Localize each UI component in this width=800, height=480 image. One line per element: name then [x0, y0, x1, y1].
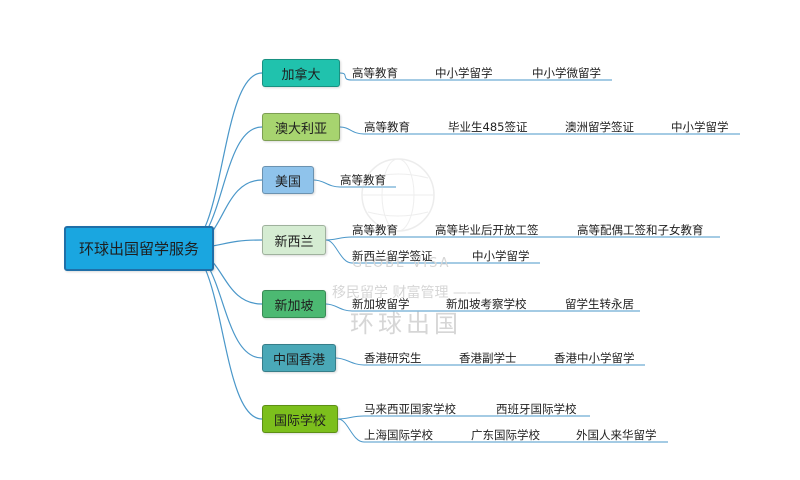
leaf-item[interactable]: 中小学留学: [435, 66, 493, 80]
leaf-underline: [313, 179, 396, 188]
leaf-item[interactable]: 高等教育: [352, 223, 398, 237]
leaf-underline: [325, 236, 720, 241]
category-node-new-zealand[interactable]: 新西兰: [262, 225, 326, 255]
leaf-item[interactable]: 新加坡留学: [352, 297, 410, 311]
leaf-item[interactable]: 广东国际学校: [471, 428, 540, 442]
category-node-hong-kong[interactable]: 中国香港: [262, 344, 336, 372]
leaf-item[interactable]: 毕业生485签证: [448, 120, 528, 134]
leaf-underlines: [313, 72, 740, 443]
leaf-underline: [339, 72, 612, 81]
leaf-item[interactable]: 中小学微留学: [532, 66, 601, 80]
leaf-item[interactable]: 香港研究生: [364, 351, 422, 365]
leaf-item[interactable]: 香港副学士: [459, 351, 517, 365]
leaf-item[interactable]: 新西兰留学签证: [352, 249, 433, 263]
connector-line: [183, 247, 263, 420]
leaf-item[interactable]: 香港中小学留学: [554, 351, 635, 365]
category-node-canada[interactable]: 加拿大: [262, 59, 340, 87]
leaf-item[interactable]: 西班牙国际学校: [496, 402, 577, 416]
category-node-singapore[interactable]: 新加坡: [262, 290, 326, 318]
leaf-underline: [337, 418, 668, 443]
connector-line: [183, 72, 263, 249]
category-node-australia[interactable]: 澳大利亚: [262, 113, 340, 141]
category-node-international-school[interactable]: 国际学校: [262, 405, 338, 433]
leaf-item[interactable]: 中小学留学: [671, 120, 729, 134]
category-node-usa[interactable]: 美国: [262, 166, 314, 194]
leaf-item[interactable]: 高等教育: [340, 173, 386, 187]
leaf-item[interactable]: 澳洲留学签证: [565, 120, 634, 134]
globe-icon: [361, 158, 435, 232]
leaf-item[interactable]: 高等毕业后开放工签: [435, 223, 539, 237]
leaf-item[interactable]: 中小学留学: [472, 249, 530, 263]
root-node[interactable]: 环球出国留学服务: [64, 226, 214, 271]
leaf-underline: [339, 126, 740, 135]
leaf-item[interactable]: 留学生转永居: [565, 297, 634, 311]
leaf-underline: [325, 239, 540, 264]
leaf-item[interactable]: 外国人来华留学: [576, 428, 657, 442]
leaf-item[interactable]: 马来西亚国家学校: [364, 402, 456, 416]
leaf-item[interactable]: 高等教育: [352, 66, 398, 80]
leaf-item[interactable]: 高等配偶工签和子女教育: [577, 223, 704, 237]
leaf-item[interactable]: 新加坡考察学校: [446, 297, 527, 311]
leaf-underline: [337, 415, 590, 420]
leaf-item[interactable]: 高等教育: [364, 120, 410, 134]
leaf-underline: [335, 357, 645, 366]
leaf-item[interactable]: 上海国际学校: [364, 428, 433, 442]
leaf-underline: [325, 303, 640, 312]
